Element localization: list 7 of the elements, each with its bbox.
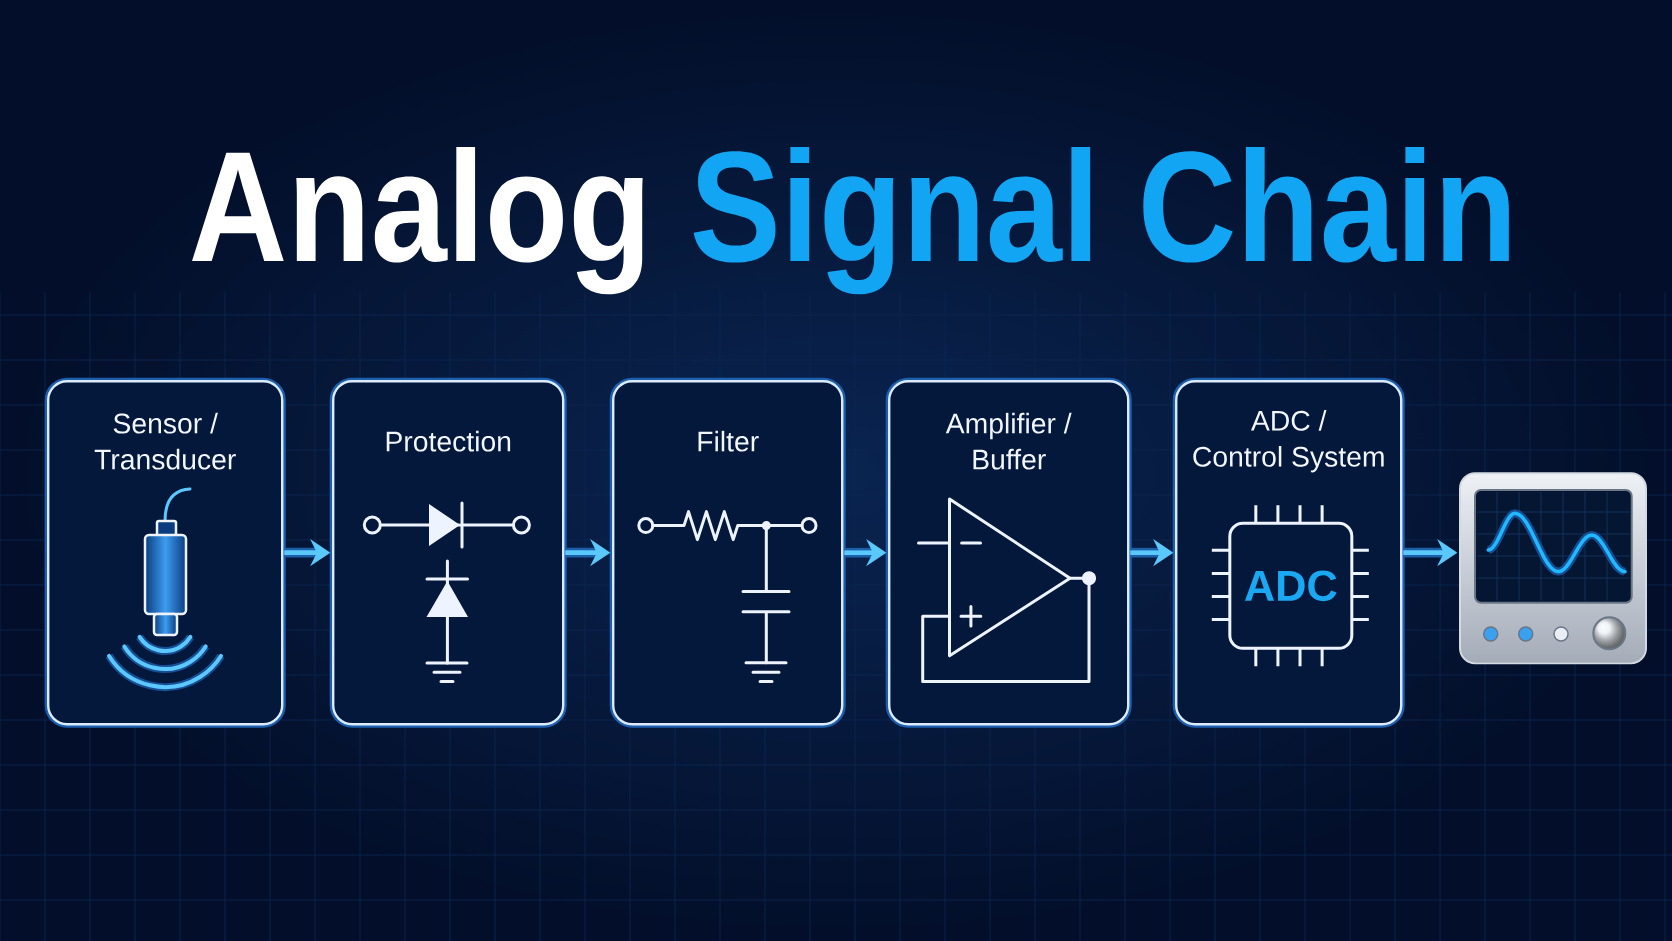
stage-box: Filter: [609, 377, 846, 728]
stage-box: Sensor / Transducer: [44, 377, 286, 728]
oscilloscope-picture: [1459, 472, 1647, 665]
stage-box: Amplifier / Buffer: [885, 377, 1132, 728]
title: Analog Signal Chain: [192, 147, 1509, 295]
chip: ADC: [1228, 521, 1354, 650]
stage-box: Protection: [329, 377, 567, 728]
